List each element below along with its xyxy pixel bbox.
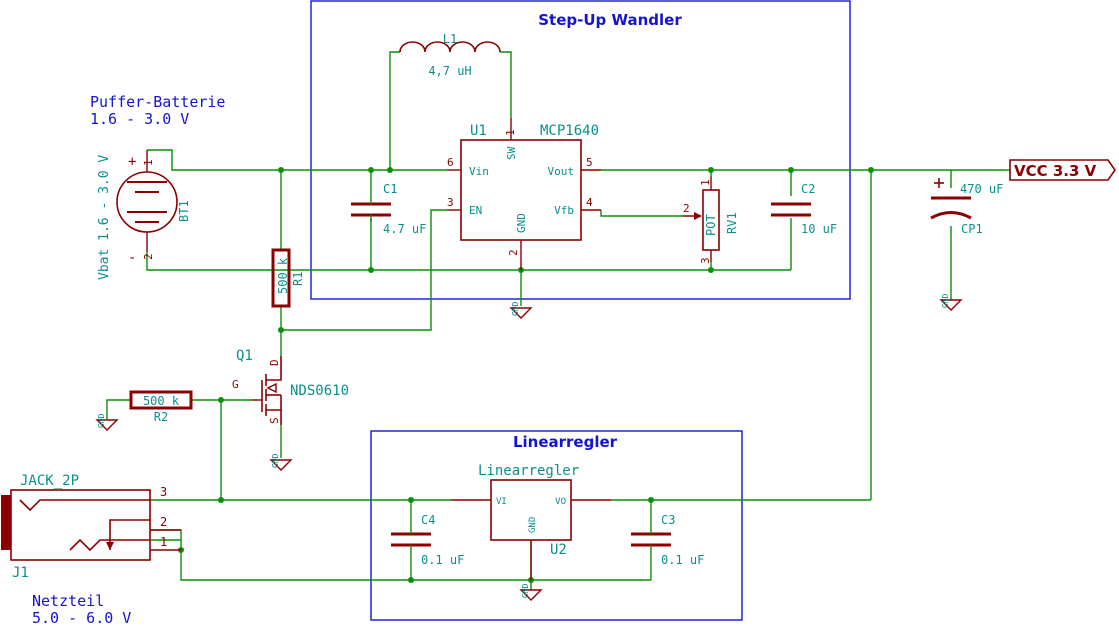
gnd-symbol-r2: GND: [95, 410, 119, 431]
U1-ref: U1: [470, 123, 487, 139]
U1-num-vin: 6: [447, 156, 454, 169]
J1-pin2: 2: [160, 515, 167, 529]
CP1-ref: CP1: [961, 222, 983, 236]
capacitor-C3: C3 0.1 uF: [631, 513, 704, 567]
gnd-label-r2: GND: [97, 413, 106, 428]
BT1-ref: BT1: [177, 200, 191, 222]
stepup-section-box: [310, 0, 851, 300]
linear-section-title: Linearregler: [513, 433, 618, 451]
J1-value: JACK_2P: [20, 473, 79, 489]
RV1-pin2: 2: [683, 202, 690, 215]
capacitor-CP1: 470 uF CP1: [930, 178, 1003, 236]
battery-note-line1: Puffer-Batterie: [90, 93, 225, 111]
BT1-plus: +: [128, 154, 136, 170]
stepup-section-title: Step-Up Wandler: [538, 11, 682, 29]
gnd-symbol-u1: GND: [509, 301, 533, 319]
gnd-label-q1: GND: [271, 453, 280, 468]
U2-pin-vi: VI: [496, 497, 507, 507]
U1-pin-vfb: Vfb: [554, 204, 574, 217]
gnd-symbol-cp1: GND: [939, 293, 963, 311]
gnd-symbol-u2: GND: [519, 583, 543, 601]
C4-value: 0.1 uF: [421, 553, 464, 567]
C3-value: 0.1 uF: [661, 553, 704, 567]
Q1-value: NDS0610: [290, 383, 349, 399]
potentiometer-RV1: 1 2 3 POT RV1: [683, 176, 739, 264]
U1-value: MCP1640: [540, 123, 599, 139]
CP1-value: 470 uF: [960, 182, 1003, 196]
RV1-ref: RV1: [725, 212, 739, 234]
J1-ref: J1: [12, 565, 29, 581]
RV1-pin1: 1: [699, 179, 712, 186]
U2-value: Linearregler: [478, 463, 579, 479]
vcc-net-label: VCC 3.3 V: [1005, 159, 1116, 181]
linear-section-box: [370, 430, 743, 621]
RV1-pin3: 3: [699, 257, 712, 264]
gnd-symbol-q1: GND: [269, 453, 293, 471]
psu-note-line1: Netzteil: [32, 592, 104, 610]
U1-num-vout: 5: [586, 156, 593, 169]
U2-pin-gnd: GND: [528, 517, 538, 533]
battery-note-line2: 1.6 - 3.0 V: [90, 110, 189, 128]
inductor-L1: L1 4,7 uH: [399, 32, 501, 78]
ic-U2: Linearregler U2 VI VO GND: [451, 463, 611, 580]
R1-ref: R1: [291, 272, 305, 286]
gnd-label-u1: GND: [511, 301, 520, 316]
gnd-label-cp1: GND: [941, 293, 950, 308]
C2-value: 10 uF: [801, 222, 837, 236]
U1-num-sw: 1: [504, 129, 517, 136]
U1-num-gnd: 2: [507, 249, 520, 256]
U1-num-en: 3: [447, 196, 454, 209]
C2-ref: C2: [801, 182, 815, 196]
capacitor-C4: C4 0.1 uF: [391, 513, 464, 567]
mosfet-Q1: Q1 NDS0610 G D S: [232, 348, 349, 425]
U2-ref: U2: [550, 542, 567, 558]
U1-pin-vout: Vout: [548, 165, 575, 178]
Q1-pin-d: D: [268, 359, 281, 366]
U1-num-vfb: 4: [586, 196, 593, 209]
BT1-minus: -: [128, 250, 136, 266]
U1-pin-sw: SW: [505, 146, 518, 160]
capacitor-C2: C2 10 uF: [771, 182, 837, 236]
R2-value: 500 k: [143, 394, 180, 408]
junctions: [178, 167, 874, 583]
psu-note-line2: 5.0 - 6.0 V: [32, 609, 131, 626]
U1-pin-vin: Vin: [469, 165, 489, 178]
Q1-pin-g: G: [232, 378, 239, 391]
C3-ref: C3: [661, 513, 675, 527]
resistor-R1: 500 k R1: [271, 248, 305, 308]
R1-value: 500 k: [276, 257, 290, 294]
gnd-label-u2: GND: [521, 583, 530, 598]
L1-value: 4,7 uH: [428, 64, 471, 78]
RV1-value: POT: [704, 214, 718, 236]
C1-value: 4.7 uF: [383, 222, 426, 236]
C1-ref: C1: [383, 182, 397, 196]
J1-pin1: 1: [160, 535, 167, 549]
R2-ref: R2: [154, 410, 168, 424]
battery-BT1: + - 1 2 BT1 Vbat 1.6 - 3.0 V: [97, 150, 191, 280]
Q1-pin-s: S: [268, 417, 281, 424]
U1-pin-en: EN: [469, 204, 482, 217]
L1-ref: L1: [443, 32, 457, 46]
resistor-R2: 500 k R2: [129, 390, 193, 424]
wires: [106, 51, 1005, 590]
vcc-label-text: VCC 3.3 V: [1014, 162, 1097, 180]
ic-U1: U1 MCP1640 Vin EN Vout Vfb SW GND 6 3 5 …: [447, 118, 601, 270]
J1-pin3: 3: [160, 485, 167, 499]
BT1-pin1: 1: [142, 159, 155, 166]
U2-pin-vo: VO: [555, 497, 566, 507]
Q1-ref: Q1: [236, 348, 253, 364]
connector-J1: 3 2 1 JACK_2P J1: [1, 473, 181, 581]
BT1-pin2: 2: [142, 253, 155, 260]
BT1-value: Vbat 1.6 - 3.0 V: [97, 155, 112, 280]
capacitor-C1: C1 4.7 uF: [351, 182, 426, 236]
U1-pin-gnd: GND: [515, 213, 528, 233]
C4-ref: C4: [421, 513, 435, 527]
